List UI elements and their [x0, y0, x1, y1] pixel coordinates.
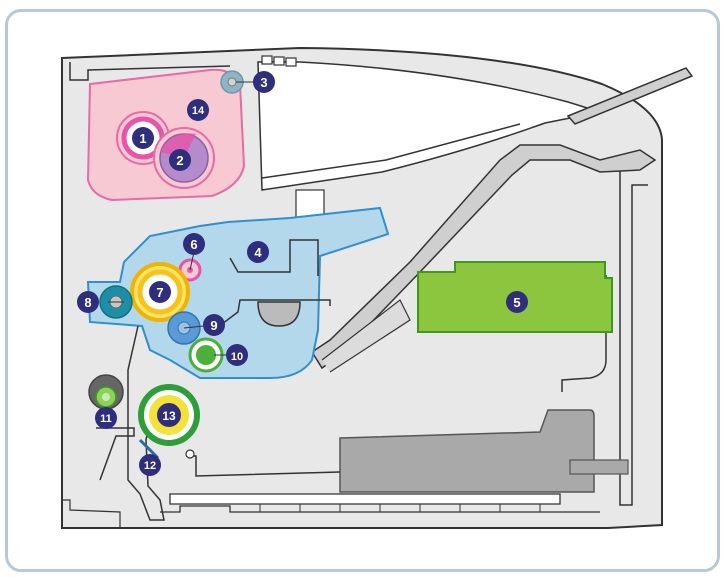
badge-11	[95, 407, 117, 429]
top-hinge-3	[285, 57, 297, 67]
pickup-pin	[185, 449, 195, 459]
badge-2-text: 2	[176, 153, 183, 168]
badge-4-text: 4	[254, 245, 262, 260]
bottom-rail	[160, 505, 600, 513]
badge-14	[187, 99, 209, 121]
cassette-handle	[569, 459, 629, 475]
developer-unit-area	[86, 206, 390, 379]
badge-12-text: 12	[144, 460, 156, 472]
left-outer-wall	[62, 499, 121, 528]
badge-13-text: 13	[162, 409, 176, 423]
right-paper-guide	[619, 170, 648, 506]
badge-14-text: 14	[192, 105, 205, 117]
badge-9	[203, 314, 225, 336]
badge-2	[169, 149, 191, 171]
badge-6	[183, 233, 205, 255]
roller-3-core	[227, 77, 237, 87]
left-feed-guide	[96, 427, 135, 481]
badges: 1 2 3 4 5 6 7 8 9 10 11 12 13 14	[77, 71, 528, 476]
badge-4	[247, 241, 269, 263]
output-tray	[257, 61, 601, 191]
bottom-rail-teeth	[259, 504, 541, 512]
badge-1	[132, 127, 154, 149]
diagonal-frame-inner	[321, 299, 411, 373]
badge-7-text: 7	[156, 285, 163, 300]
left-inner-wall	[69, 62, 231, 81]
badge-3-text: 3	[260, 75, 267, 90]
badge-3	[253, 71, 275, 93]
developer-inner-wall	[229, 239, 319, 276]
badge-11-text: 11	[100, 413, 112, 425]
badge-7	[149, 281, 171, 303]
paper-cassette	[339, 409, 595, 493]
top-hinge-2	[273, 56, 285, 66]
roller-11-core	[102, 393, 110, 401]
output-tray-lip	[261, 123, 521, 179]
badge-5	[506, 291, 528, 313]
bottom-paper-guide	[169, 493, 561, 505]
badge-8-text: 8	[84, 295, 91, 310]
badge-5-text: 5	[513, 295, 520, 310]
badge-10	[226, 344, 248, 366]
paper-exit-arm	[566, 67, 694, 125]
badge-1-text: 1	[139, 131, 146, 146]
roller-10-core	[196, 345, 216, 365]
developer-inner-rail	[213, 299, 331, 331]
right-paper-guide-inner	[561, 275, 607, 392]
developer-half-drum	[257, 301, 301, 327]
badge-12	[139, 454, 161, 476]
transfer-guide-12	[138, 438, 160, 460]
badge-10-text: 10	[231, 351, 243, 363]
badge-13	[157, 403, 181, 427]
badge-6-text: 6	[190, 237, 197, 252]
badge-8	[77, 291, 99, 313]
badge-9-text: 9	[210, 318, 217, 333]
top-hinge-1	[261, 55, 273, 65]
